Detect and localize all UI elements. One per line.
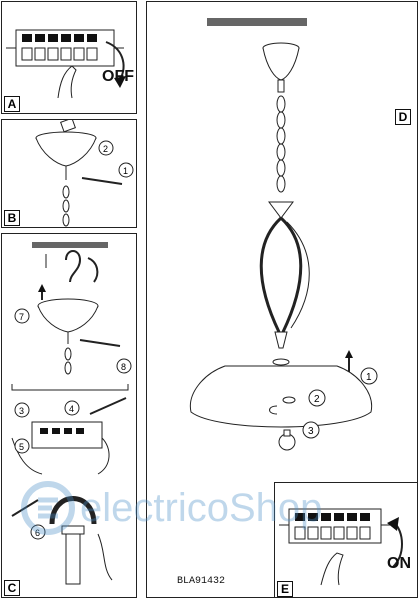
step-2: 2 [103,144,108,154]
model-code: BLA91432 [177,576,226,587]
panel-letter: B [4,210,20,226]
breaker-on-illustration [279,508,403,586]
step-7: 7 [19,312,24,322]
panel-letter: A [4,96,20,112]
panel-e: E ON [274,482,418,598]
panel-letter: D [395,109,411,125]
wiring-illustration: 7 8 3 4 5 6 [11,242,132,585]
watermark-text: electricoShop [80,485,323,530]
panel-a: A OFF [1,1,137,114]
step-2: 2 [314,394,320,405]
canopy-screw-illustration: 1 2 [35,117,134,227]
on-label: ON [387,555,411,572]
step-3: 3 [19,406,24,416]
step-6: 6 [35,528,40,538]
step-3: 3 [308,426,314,437]
off-label: OFF [102,68,134,85]
step-5: 5 [19,442,24,452]
step-1: 1 [366,372,372,383]
watermark-logo-icon [21,481,75,535]
step-1: 1 [123,166,128,176]
pendant-assembly-illustration: 1 2 3 [189,18,378,451]
watermark: electricoShop [20,478,400,538]
panel-b: 1 2 B [1,117,137,228]
breaker-off-illustration [6,29,126,99]
step-4: 4 [69,404,74,414]
step-8: 8 [121,362,126,372]
panel-c: 7 8 3 4 5 6 C [1,233,137,598]
panel-letter: E [277,581,293,597]
panel-letter: C [4,580,20,596]
